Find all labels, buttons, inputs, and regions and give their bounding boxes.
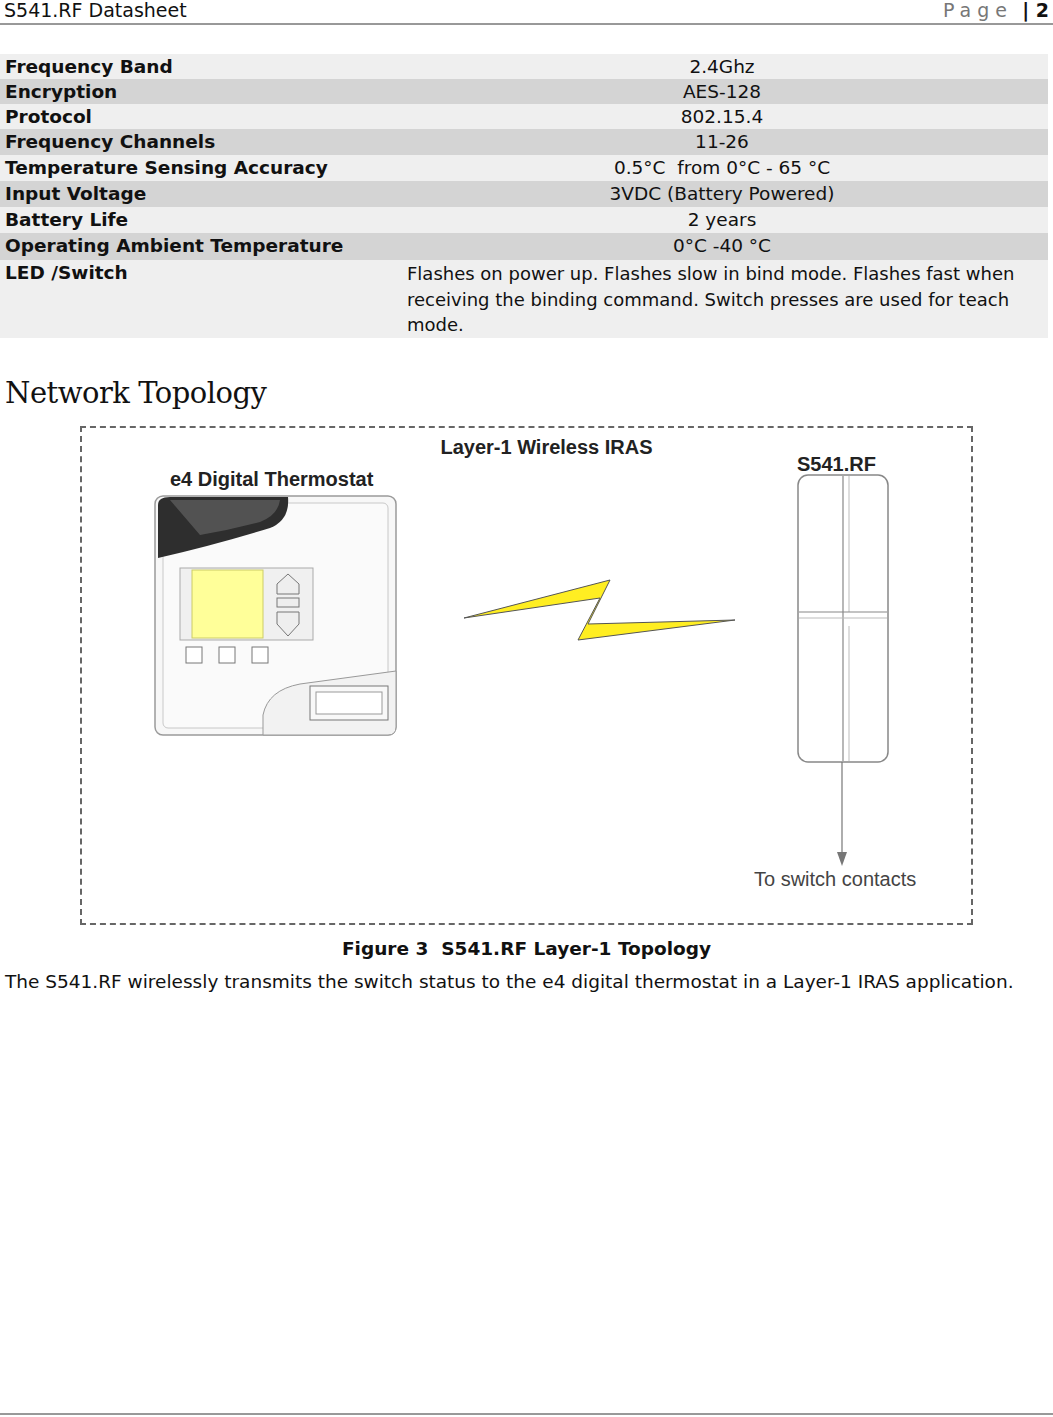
wireless-bolt (464, 580, 735, 640)
thermostat-drawing (155, 496, 396, 735)
table-row-band (0, 207, 1048, 233)
table-value-cell: AES-128 (400, 79, 1044, 104)
table-value-cell: 0.5°C from 0°C - 65 °C (400, 155, 1044, 180)
table-row-band (0, 79, 1048, 104)
table-key-cell: Battery Life (5, 207, 128, 232)
table-value-cell: 2 years (400, 207, 1044, 232)
table-value-cell: 2.4Ghz (400, 54, 1044, 79)
table-key-cell: Encryption (5, 79, 117, 104)
table-key-cell: LED /Switch (5, 260, 128, 285)
section-heading: Network Topology (5, 376, 266, 410)
header-rule (0, 24, 1053, 25)
switch-device-drawing (798, 475, 888, 762)
table-key-cell: Frequency Band (5, 54, 173, 79)
page-header: S541.RF Datasheet (4, 0, 187, 21)
table-value-cell: 3VDC (Battery Powered) (400, 181, 1044, 206)
table-key-cell: Frequency Channels (5, 129, 215, 154)
body-paragraph: The S541.RF wirelessly transmits the swi… (5, 969, 1045, 995)
table-key-cell: Operating Ambient Temperature (5, 233, 343, 258)
table-key-cell: Input Voltage (5, 181, 146, 206)
table-key-cell: Temperature Sensing Accuracy (5, 155, 328, 180)
device-box: S541.RF (792, 453, 902, 765)
region-box: Layer-1 Wireless IRASe4 Digital Thermost… (80, 426, 973, 925)
table-row-band (0, 181, 1048, 207)
node-heading: e4 Digital Thermostat (170, 468, 373, 491)
device-box: e4 Digital Thermostat (157, 468, 398, 738)
page-word: Page (943, 0, 1013, 21)
footer-rule (0, 1414, 1053, 1415)
table-key-cell: Protocol (5, 104, 92, 129)
table-value-cell: 11-26 (400, 129, 1044, 154)
page-number: | 2 (1022, 0, 1049, 21)
figure-caption: Figure 3 S541.RF Layer-1 Topology (0, 938, 1053, 959)
table-row-band (0, 104, 1048, 129)
lead-label: To switch contacts (754, 868, 916, 891)
lead-arrow (837, 762, 847, 866)
table-value-cell: Flashes on power up. Flashes slow in bin… (407, 261, 1047, 338)
table-value-cell: 0°C -40 °C (400, 233, 1044, 258)
table-value-cell: 802.15.4 (400, 104, 1044, 129)
node-heading: S541.RF (797, 453, 876, 476)
